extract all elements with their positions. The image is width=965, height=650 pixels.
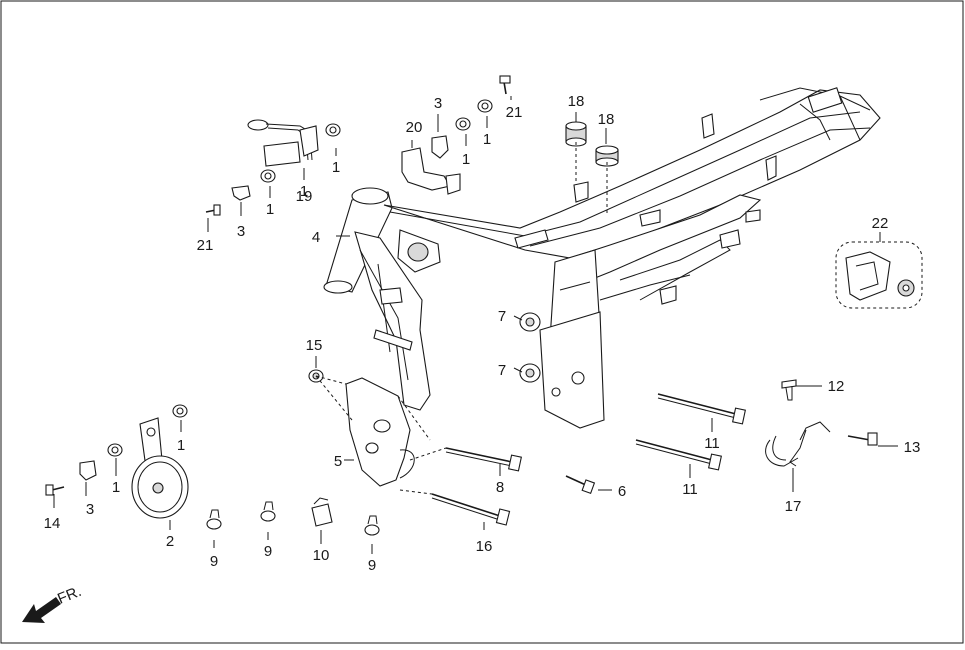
bolt-6	[565, 475, 596, 495]
motorcycle-frame	[323, 87, 881, 429]
callout-11: 11	[682, 481, 698, 498]
callout-6: 6	[618, 483, 626, 500]
callout-9: 9	[210, 553, 218, 570]
callout-5: 5	[334, 453, 342, 470]
engine-hanger-plate-5	[345, 377, 415, 487]
callout-7: 7	[498, 308, 506, 325]
callout-7: 7	[498, 362, 506, 379]
cable-clip-10	[311, 497, 333, 527]
front-direction-indicator: FR.	[22, 583, 84, 623]
callout-9: 9	[264, 543, 272, 560]
wire-bracket-19	[247, 119, 319, 167]
front-direction-label: FR.	[55, 583, 84, 608]
horn-2	[131, 417, 189, 519]
bolt-13	[847, 432, 878, 446]
callout-1: 1	[177, 437, 185, 454]
collar-parts	[79, 135, 449, 481]
callout-3: 3	[237, 223, 245, 240]
callout-1: 1	[462, 151, 470, 168]
flange-nut-parts	[519, 312, 541, 383]
guide-line	[399, 489, 433, 495]
callout-20: 20	[406, 119, 423, 136]
callout-3: 3	[434, 95, 442, 112]
guide-line	[315, 375, 347, 385]
callout-16: 16	[476, 538, 493, 555]
long-bolt-parts	[431, 393, 746, 526]
engine-mount-rubbers	[565, 121, 619, 167]
leader-lines	[53, 96, 898, 554]
callout-1: 1	[483, 131, 491, 148]
small-bolt-parts	[45, 75, 511, 496]
callout-8: 8	[496, 479, 504, 496]
callout-labels: 1 1 1 1 1 1 1 2 3 3 3 4 5 6 7 7 8 9 9 9 …	[44, 93, 921, 574]
callout-22: 22	[872, 215, 889, 232]
callout-18: 18	[598, 111, 615, 128]
callout-21: 21	[197, 237, 214, 254]
callout-2: 2	[166, 533, 174, 550]
rubber-grommet-parts	[107, 99, 493, 457]
inset-detail-22	[835, 241, 923, 309]
callout-21: 21	[506, 104, 523, 121]
guide-line	[409, 447, 447, 461]
callout-10: 10	[313, 547, 330, 564]
callout-1: 1	[332, 159, 340, 176]
bracket-20	[401, 147, 461, 195]
callout-1: 1	[300, 183, 308, 200]
spring-clip-17	[765, 421, 831, 467]
callout-3: 3	[86, 501, 94, 518]
hose-clamp-parts	[206, 501, 380, 536]
callout-13: 13	[904, 439, 921, 456]
callout-15: 15	[306, 337, 323, 354]
callout-18: 18	[568, 93, 585, 110]
front-arrow-icon	[22, 597, 61, 623]
callout-12: 12	[828, 378, 845, 395]
callout-1: 1	[266, 201, 274, 218]
callout-14: 14	[44, 515, 61, 532]
guide-line	[315, 375, 353, 421]
pin-12	[781, 379, 797, 401]
callout-4: 4	[312, 229, 320, 246]
callout-9: 9	[368, 557, 376, 574]
callout-17: 17	[785, 498, 802, 515]
callout-1: 1	[112, 479, 120, 496]
callout-11: 11	[704, 435, 720, 452]
callout-19: 19	[296, 188, 313, 205]
